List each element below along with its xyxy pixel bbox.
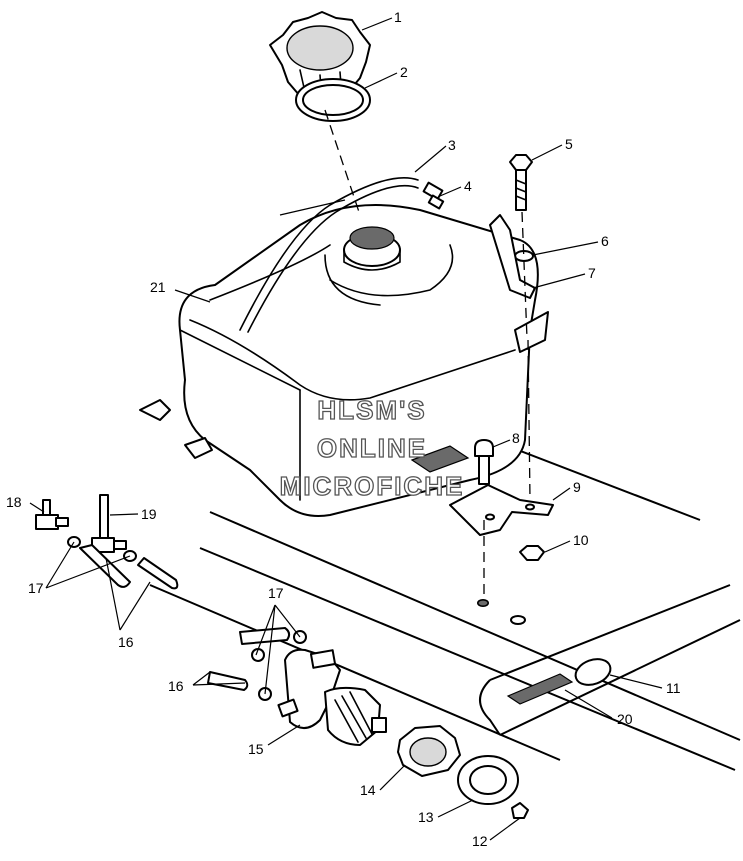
- callout-5: 5: [565, 136, 573, 152]
- callout-labels: 1 2 3 4 5 6 7 8 9 10 11 12 13 14 15 16 1…: [6, 9, 681, 849]
- fitting-18: [35, 499, 69, 530]
- watermark: HLSM'S ONLINE MICROFICHE: [279, 394, 465, 501]
- callout-19: 19: [141, 506, 157, 522]
- callout-17-valve: 17: [268, 585, 284, 601]
- callout-16-valve: 16: [168, 678, 184, 694]
- hose-16-valve-a: [239, 627, 291, 645]
- watermark-line-2: ONLINE: [317, 433, 427, 463]
- bolt-5-center-line: [521, 211, 528, 339]
- callout-17-left: 17: [28, 580, 44, 596]
- callout-13: 13: [418, 809, 434, 825]
- fuel-tank: [139, 177, 549, 517]
- watermark-line-1: HLSM'S: [317, 395, 426, 425]
- callout-2: 2: [400, 64, 408, 80]
- callout-8: 8: [512, 430, 520, 446]
- cap-gasket: [295, 78, 371, 122]
- nut-10: [519, 545, 545, 561]
- callout-1: 1: [394, 9, 402, 25]
- callout-9: 9: [573, 479, 581, 495]
- cross-tube: [479, 584, 741, 736]
- decal-20: [506, 673, 574, 705]
- watermark-line-3: MICROFICHE: [280, 471, 465, 501]
- callout-11: 11: [666, 680, 681, 696]
- callout-7: 7: [588, 265, 596, 281]
- callout-16-left: 16: [118, 634, 134, 650]
- callout-21: 21: [150, 279, 166, 295]
- callout-10: 10: [573, 532, 589, 548]
- bolt-5: [509, 154, 533, 211]
- hose-16-valve-b: [207, 671, 249, 691]
- bracket-center-line-a: [527, 339, 531, 501]
- fitting-19: [91, 494, 127, 553]
- callout-15: 15: [248, 741, 264, 757]
- callout-14: 14: [360, 782, 376, 798]
- screw-12: [511, 802, 529, 819]
- bolt-8: [474, 439, 494, 485]
- callout-3: 3: [448, 137, 456, 153]
- bracket-9: [449, 484, 554, 536]
- hose-16-left-b: [137, 557, 179, 590]
- callout-18: 18: [6, 494, 22, 510]
- callout-12: 12: [472, 833, 488, 849]
- callout-20: 20: [617, 711, 633, 727]
- leader-lines: [29, 17, 663, 841]
- cap-center-line: [324, 109, 361, 216]
- cap-center-line-left: [279, 199, 346, 216]
- cap-11-disc: [574, 658, 612, 686]
- callout-4: 4: [464, 178, 472, 194]
- fuel-valve-15: [277, 648, 387, 746]
- bracket-7: [489, 214, 536, 299]
- callout-6: 6: [601, 233, 609, 249]
